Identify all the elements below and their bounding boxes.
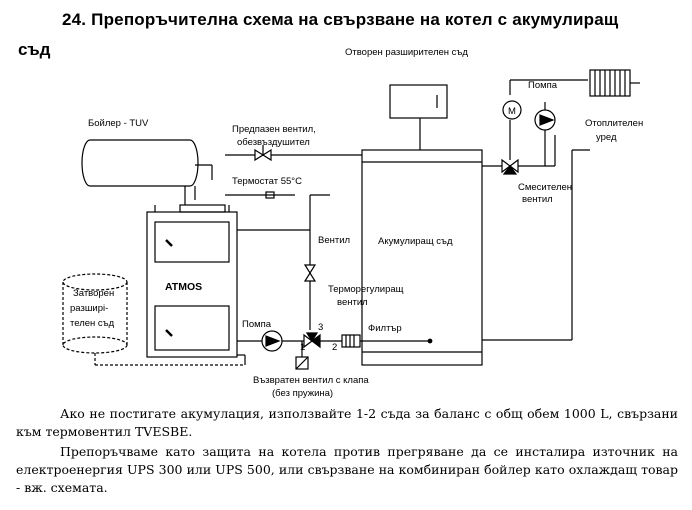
pump-bottom-label: Помпа [242,319,272,330]
svg-text:M: M [508,106,516,117]
closed-tank-label-3: телен съд [70,318,115,329]
closed-expansion-tank [62,273,245,366]
closed-tank-label-1: Затворен [73,288,114,299]
thermo-valve-label-2: вентил [337,297,368,308]
thermostat-label: Термостат 55°C [232,176,302,187]
radiator-label-1: Отоплителен [585,118,643,129]
mixing-valve-label-2: вентил [522,194,553,205]
pump-top-label: Помпа [528,80,558,91]
radiator-label-2: уред [596,132,617,143]
atmos-label: ATMOS [165,281,202,293]
connection-diagram: Отворен разширителен съд Акумулиращ съд … [62,47,643,399]
radiator-icon [589,69,631,97]
check-valve-label-1: Възвратен вентил с клапа [253,375,369,386]
filter-label: Филтър [368,323,402,334]
page-title-continued: съд [18,40,51,59]
svg-text:1: 1 [300,342,305,353]
accumulator-label: Акумулиращ съд [378,236,453,247]
mixing-valve-label-1: Смесителен [518,182,572,193]
page-title: 24. Препоръчителна схема на свързване на… [62,10,619,29]
boiler-label: Бойлер - TUV [88,118,149,129]
mixing-valve [501,158,519,175]
valve-label: Вентил [318,235,350,246]
boiler-tuv [81,139,213,205]
atmos-boiler [146,204,238,358]
open-tank-label: Отворен разширителен съд [345,47,468,58]
motor-icon [502,100,522,120]
thermo-regulating-valve [303,332,321,349]
open-expansion-tank [389,84,448,150]
closed-tank-label-2: разширi- [70,303,108,314]
accumulator-tank [361,149,483,366]
thermo-valve-label-1: Терморегулиращ [328,284,404,295]
svg-text:3: 3 [318,322,323,333]
paragraph-1: Ако не постигате акумулация, използвайте… [16,406,678,439]
check-valve-label-2: (без пружина) [272,388,333,399]
svg-text:2: 2 [332,342,337,353]
safety-valve-label-2: обезвъздушител [237,137,310,148]
safety-valve-label-1: Предпазен вентил, [232,124,316,135]
filter-icon [341,334,361,348]
paragraph-2: Препоръчваме като защита на котела проти… [16,444,678,495]
